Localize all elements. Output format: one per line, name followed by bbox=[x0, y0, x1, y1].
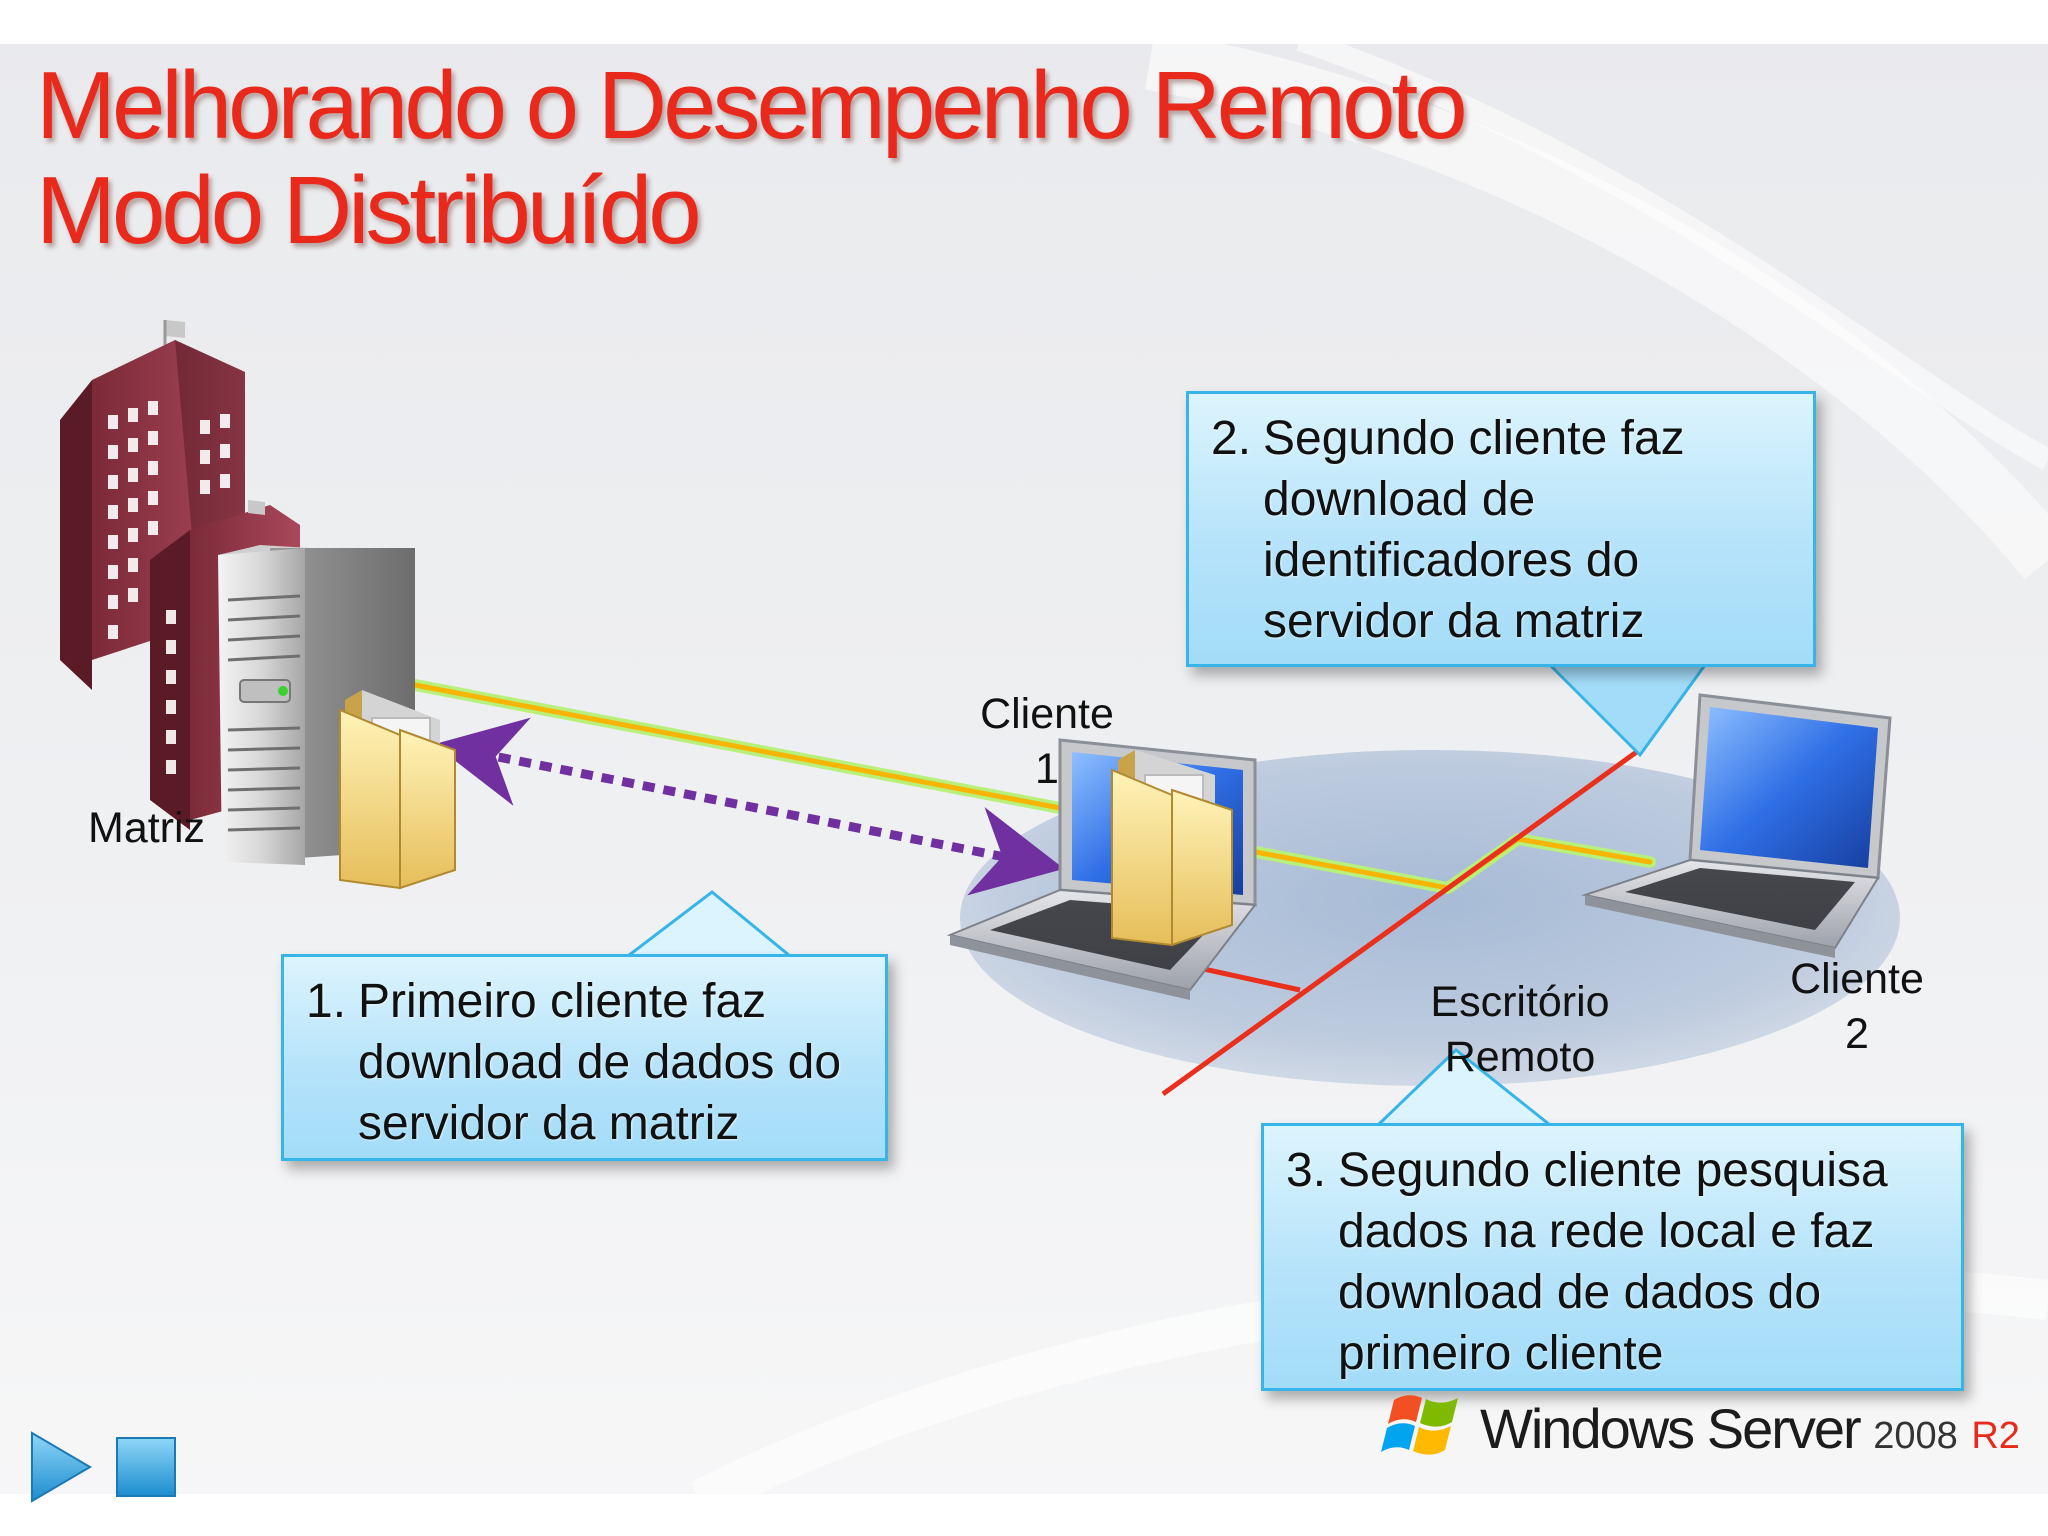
client1-label: Cliente 1 bbox=[972, 687, 1122, 797]
folder-icon bbox=[1111, 750, 1233, 947]
remote-office-label-line1: Escritório bbox=[1430, 978, 1610, 1026]
hq-label: Matriz bbox=[88, 804, 206, 852]
building-icon bbox=[60, 320, 300, 830]
client1-label-line2: 1 bbox=[1035, 745, 1059, 793]
callout-step-3-text: Segundo cliente pesquisa dados na rede l… bbox=[1338, 1144, 1888, 1380]
laptop-icon bbox=[1581, 693, 1892, 958]
transfer-arrow bbox=[433, 717, 1065, 896]
callout-step-3-number: 3. bbox=[1286, 1144, 1327, 1197]
callout-step-1-text: Primeiro cliente faz download de dados d… bbox=[358, 975, 842, 1150]
client1-label-line1: Cliente bbox=[980, 690, 1114, 738]
client2-label-line1: Cliente bbox=[1790, 955, 1924, 1003]
stop-icon[interactable] bbox=[116, 1437, 176, 1497]
callout-step-3: 3. Segundo cliente pesquisa dados na red… bbox=[1261, 1123, 1964, 1391]
play-icon[interactable] bbox=[31, 1431, 92, 1503]
brand-wordmark: Windows Server 2008 R2 bbox=[1480, 1396, 2020, 1461]
bottom-band bbox=[0, 1494, 2048, 1536]
client2-label-line2: 2 bbox=[1845, 1010, 1869, 1058]
nav-controls bbox=[31, 1431, 176, 1503]
callout-step-2-text: Segundo cliente faz download de identifi… bbox=[1263, 412, 1685, 648]
brand-name: Windows Server bbox=[1480, 1397, 1862, 1460]
client2-label: Cliente 2 bbox=[1782, 952, 1932, 1062]
brand-version: 2008 bbox=[1873, 1415, 1958, 1457]
brand-edition: R2 bbox=[1971, 1415, 2020, 1457]
callout-step-2-number: 2. bbox=[1211, 412, 1252, 465]
remote-office-label: Escritório Remoto bbox=[1400, 975, 1640, 1085]
top-band bbox=[0, 0, 2048, 44]
callout-step-1: 1. Primeiro cliente faz download de dado… bbox=[281, 954, 888, 1161]
remote-office-label-line2: Remoto bbox=[1444, 1033, 1596, 1081]
windows-server-logo: Windows Server 2008 R2 bbox=[1380, 1388, 2020, 1466]
callout-step-2: 2. Segundo cliente faz download de ident… bbox=[1186, 391, 1816, 667]
lan-link bbox=[1161, 745, 1644, 1097]
callout-step-1-number: 1. bbox=[306, 975, 347, 1028]
windows-flag-icon bbox=[1381, 1395, 1458, 1455]
folder-icon bbox=[339, 690, 456, 890]
slide-title-line1: Melhorando o Desempenho Remoto bbox=[36, 52, 1468, 159]
slide-title-line2: Modo Distribuído bbox=[36, 157, 702, 264]
